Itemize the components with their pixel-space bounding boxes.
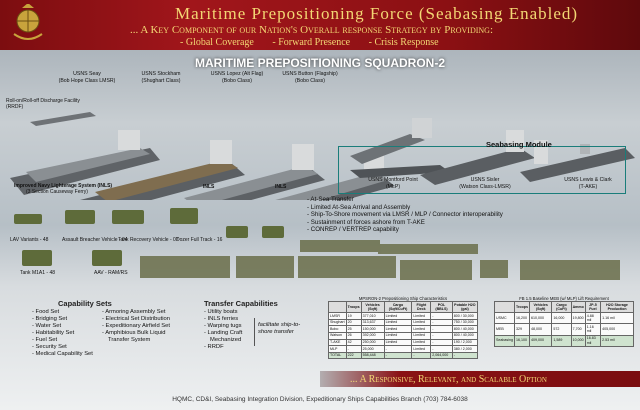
seabasing-capabilities-list: - At-Sea Transfer - Limited At-Sea Arriv… xyxy=(307,196,503,234)
vehicle-label-recovery: Tank Recovery Vehicle - 07 xyxy=(118,237,179,243)
vehicles-illustration xyxy=(14,208,620,280)
capability-sets-title: Capability Sets xyxy=(58,299,112,308)
ship-characteristics-table: Troops Vehicles (Sqft) Cargo (Sqft/CuFt)… xyxy=(328,300,479,360)
vehicle-label-breacher: Assault Breacher Vehicle - 04 xyxy=(62,237,128,243)
truck-icon xyxy=(262,226,284,238)
credit-line: HQMC, CD&I, Seabasing Integration Divisi… xyxy=(172,396,468,403)
capability-sets-col2: - Armoring Assembly Set - Electrical Set… xyxy=(102,309,170,343)
vehicle-label-dozer: Dozer Full Track - 16 xyxy=(176,237,223,243)
rrdf-label: Roll-on/Roll-off Discharge Facility(RRDF… xyxy=(6,98,80,110)
bullet-global-coverage: - Global Coverage xyxy=(180,37,254,48)
vehicle-label-tank: Tank M1A1 - 48 xyxy=(20,270,56,276)
transfer-capabilities-title: Transfer Capabilities xyxy=(204,299,278,308)
transfer-bracket xyxy=(254,318,295,346)
truck-icon xyxy=(226,226,248,238)
seabasing-module-title: Seabasing Module xyxy=(486,140,552,149)
ship-stockham-label: USNS Stockham(Shughart Class) xyxy=(141,71,181,84)
vehicle-label-lav: LAV Variants - 48 xyxy=(10,237,49,243)
lift-requirement-table-block: FB 1.5 Baseline MEB (w/ MLP) Lift Requir… xyxy=(494,296,634,347)
header-banner xyxy=(0,0,640,50)
page-title: Maritime Prepositioning Force (Seabasing… xyxy=(175,4,579,23)
lift-requirement-title: FB 1.5 Baseline MEB (w/ MLP) Lift Requir… xyxy=(519,296,609,301)
breacher-icon xyxy=(65,210,95,224)
ship-seay-graphic xyxy=(10,130,160,195)
lav-icon xyxy=(14,214,42,224)
vehicle-fleet-grid xyxy=(140,240,620,280)
ship-characteristics-title: MPSRON-2 Prepositioning Ship Characteris… xyxy=(358,296,448,301)
ship-mlp-graphic xyxy=(350,118,450,178)
transfer-capabilities-list: - Utility boats - INLS ferries - Warping… xyxy=(204,309,243,350)
ships-illustration xyxy=(10,112,635,200)
ship-stockham-graphic xyxy=(80,140,245,200)
header-bullets: - Global Coverage - Forward Presence - C… xyxy=(180,37,455,48)
ship-lopez-label: USNS Lopez (Alt Flag)(Bobo Class) xyxy=(210,71,264,84)
capability-sets-col1: - Food Set - Bridging Set - Water Set - … xyxy=(32,309,93,357)
footer-tagline: ... A Responsive, Relevant, and Scalable… xyxy=(350,374,547,385)
lift-requirement-table: Troops Vehicles (Sqft) Cargo (CuFt) Ammo… xyxy=(494,300,634,347)
usmc-emblem-icon xyxy=(13,4,43,40)
squadron-title: MARITIME PREPOSITIONING SQUADRON-2 xyxy=(194,56,445,70)
inls-label: Improved Navy Lighterage System (INLS) (… xyxy=(14,183,113,195)
aav-icon xyxy=(92,250,122,266)
vehicle-label-aav: AAV - RAM/RS xyxy=(94,270,128,276)
inls-label-2: INLS xyxy=(203,184,215,190)
tank-icon xyxy=(22,250,52,266)
seabasing-module-box xyxy=(338,146,626,194)
footer-banner xyxy=(320,371,640,387)
ship-characteristics-table-block: MPSRON-2 Prepositioning Ship Characteris… xyxy=(328,296,479,360)
bullet-forward-presence: - Forward Presence xyxy=(272,37,351,48)
ship-seay-label: USNS Seay(Bob Hope Class LMSR) xyxy=(58,71,116,84)
bullet-crisis-response: - Crisis Response xyxy=(368,37,439,48)
inls-label-3: INLS xyxy=(275,184,287,190)
ship-lewis-clark-label: USNS Lewis & Clark(T-AKE) xyxy=(564,177,612,190)
rrdf-platform-graphic xyxy=(30,112,96,126)
transfer-note: facilitate ship-to-shore transfer xyxy=(258,322,301,335)
ship-montford-label: USNS Montford Point(MLP) xyxy=(368,177,418,190)
recovery-icon xyxy=(112,210,144,224)
ship-button-label: USNS Button (Flagship)(Bobo Class) xyxy=(282,71,338,84)
dozer-icon xyxy=(170,208,198,224)
ship-lopez-graphic xyxy=(184,144,325,200)
table-row: MLP-25,000-Limited-380 / 2,000 xyxy=(328,345,479,353)
page-subtitle: ... A Key Component of our Nation's Over… xyxy=(130,24,494,36)
ship-sisler-label: USNS Sisler(Watson Class-LMSR) xyxy=(459,177,511,190)
